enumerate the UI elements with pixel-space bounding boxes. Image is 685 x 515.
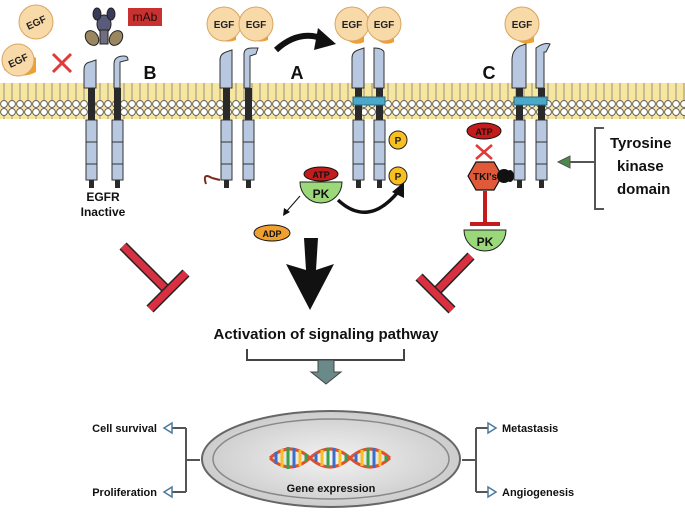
svg-text:ATP: ATP [475,127,492,137]
metastasis-label: Metastasis [502,423,558,435]
svg-text:P: P [395,136,402,147]
left-outcome-bracket [162,421,200,499]
adp-molecule: ADP [253,224,291,242]
nucleus-ellipse [201,410,461,508]
right-outcome-bracket [462,421,498,499]
signaling-down-arrow [286,238,334,310]
svg-text:PK: PK [477,235,494,249]
activation-label: Activation of signaling pathway [213,326,439,343]
merge-arrow [246,349,405,385]
tki-inhibitor: TKI's [467,161,514,191]
egf-ligand-a2: EGF [238,6,274,42]
egf-ligand-blocked-1: EGF [18,4,54,40]
svg-text:EGFR: EGFR [86,190,120,204]
mechanism-label-a: A [291,63,304,83]
svg-text:kinase: kinase [617,158,664,175]
svg-text:domain: domain [617,181,670,198]
svg-text:EGF: EGF [374,20,395,31]
svg-text:Tyrosine: Tyrosine [610,135,671,152]
tyrosine-kinase-bracket [556,127,604,210]
block-x-mark [51,52,73,74]
svg-text:EGF: EGF [214,20,235,31]
dimerization-arrow [273,28,336,53]
svg-text:PK: PK [313,187,330,201]
egf-ligand-dimer-1: EGF [334,6,370,44]
inhibition-bar-b [119,242,190,313]
egfr-inactive-label: EGFR Inactive [81,190,126,219]
small-antagonist-icon [203,175,221,185]
angiogenesis-label: Angiogenesis [502,487,574,499]
egf-ligand-dimer-2: EGF [366,6,402,44]
egf-ligand-a1: EGF [206,6,242,42]
mab-antibody [84,7,124,46]
dna-helix-icon [268,447,392,469]
phosphate-group-1: P [388,130,408,150]
svg-text:P: P [395,172,402,183]
phosphate-group-2: P [388,166,408,186]
egfr-receptor-tki [511,43,551,188]
egf-ligand-blocked-2: EGF [1,43,36,77]
atp-molecule-center: ATP [303,166,339,182]
cell-membrane [0,83,685,119]
mab-label: mAb [128,8,162,26]
egfr-receptor-dimer-active [351,47,386,188]
proliferation-label: Proliferation [92,487,157,499]
svg-text:TKI's: TKI's [473,172,497,183]
svg-text:Inactive: Inactive [81,205,126,219]
atp-block-x-mark [475,144,493,160]
protein-kinase-center: PK [299,181,343,204]
egf-ligand-c: EGF [504,6,540,44]
svg-text:EGF: EGF [246,20,267,31]
svg-text:mAb: mAb [133,10,158,24]
inhibition-bar-c [415,252,475,314]
svg-text:EGF: EGF [512,20,533,31]
mechanism-label-b: B [144,63,157,83]
svg-text:EGF: EGF [342,20,363,31]
mechanism-label-c: C [483,63,496,83]
gene-expression-label: Gene expression [287,483,376,495]
atp-to-adp-arrow [283,195,301,216]
atp-molecule-blocked: ATP [466,122,502,140]
svg-text:ATP: ATP [312,170,329,180]
tyrosine-kinase-domain-label: Tyrosine kinase domain [610,135,671,198]
egfr-receptor-ligand-bound [219,47,259,188]
egfr-receptor-inactive [83,55,129,188]
cell-survival-label: Cell survival [92,423,157,435]
svg-text:ADP: ADP [262,229,281,239]
phosphorylation-arrow [336,190,400,214]
phosphorylation-arrowhead [392,182,404,198]
protein-kinase-c: PK [463,229,507,252]
tki-to-pk-inhibition [470,191,500,226]
